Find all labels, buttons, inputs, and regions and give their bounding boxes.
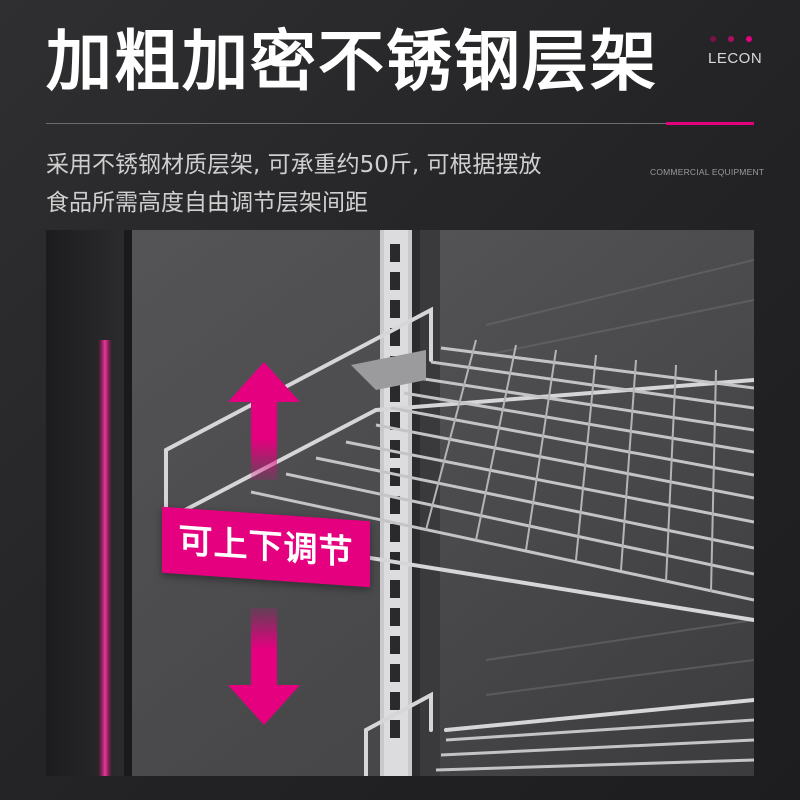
down-arrow-icon <box>228 608 300 725</box>
up-arrow-icon <box>228 362 300 480</box>
decorative-dots <box>710 36 752 42</box>
description: 采用不锈钢材质层架, 可承重约50斤, 可根据摆放 食品所需高度自由调节层架间距 <box>46 146 626 222</box>
dot-3 <box>746 36 752 42</box>
dot-2 <box>728 36 734 42</box>
brand-logo: LECON <box>708 50 763 67</box>
product-photo <box>46 230 754 776</box>
brand-tagline: COMMERCIAL EQUIPMENT <box>650 167 765 177</box>
dot-1 <box>710 36 716 42</box>
description-line-1: 采用不锈钢材质层架, 可承重约50斤, 可根据摆放 <box>46 152 542 178</box>
accent-divider <box>666 122 754 125</box>
divider-line <box>46 123 666 124</box>
description-line-2: 食品所需高度自由调节层架间距 <box>46 190 368 216</box>
headline: 加粗加密不锈钢层架 <box>46 23 658 100</box>
